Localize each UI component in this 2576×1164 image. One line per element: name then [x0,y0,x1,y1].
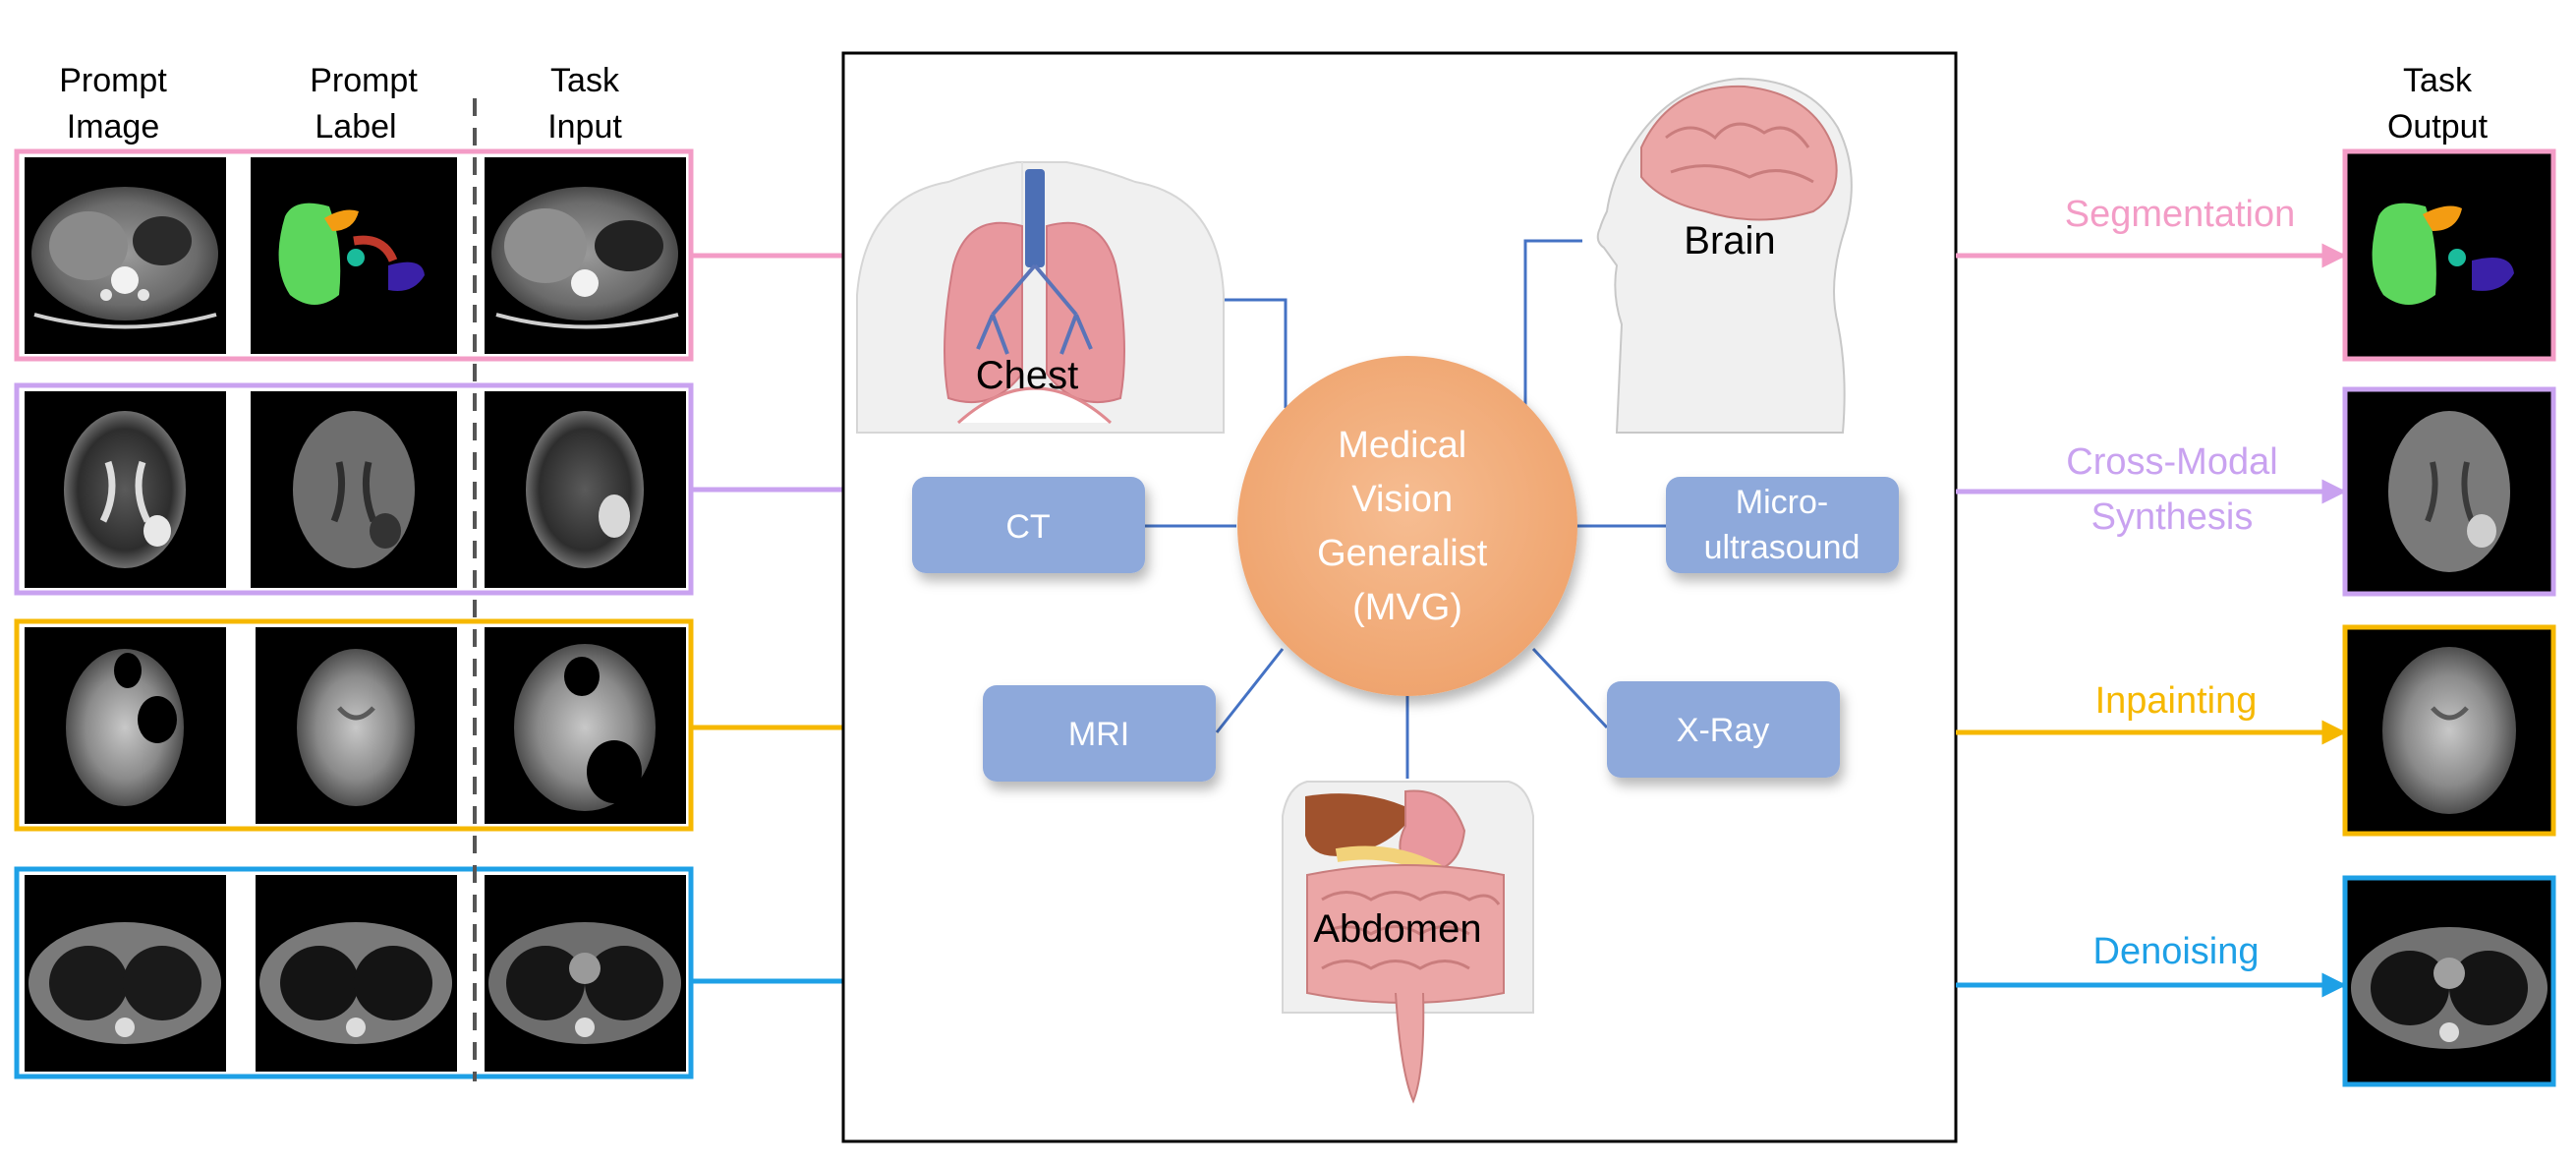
chest-illustration: Chest [856,161,1225,434]
brain-icon [1640,85,1838,221]
anatomy-label-abdomen: Abdomen [1313,907,1481,951]
prompt-label-ct-chest [256,875,457,1072]
modality-mri-label: MRI [1068,716,1129,753]
row-inpainting [14,618,694,832]
intestines-icon [1306,864,1505,1004]
prompt-label-mri [256,627,457,824]
modality-micro-ultrasound-label: Micro-ultrasound [1704,484,1860,566]
left-connectors [691,253,843,984]
brain-illustration: Brain [1596,77,1853,434]
modality-x-ray: X-Ray [1607,681,1840,778]
output-arrows [1956,243,2347,998]
anatomy-label-brain: Brain [1684,219,1775,262]
modality-ct-label: CT [1005,508,1050,546]
anatomy-label-chest: Chest [976,354,1079,397]
task-input-ct-abdomen [485,157,686,354]
liver-icon [1305,793,1415,856]
task-label-inpainting: Inpainting [2095,680,2258,722]
abdomen-illustration: Abdomen [1282,781,1534,1104]
task-label-denoising: Denoising [2093,931,2260,972]
modality-ct: CT [912,477,1145,573]
prompt-image-ct-abdomen [25,157,226,354]
prompt-label-mri-t1 [251,391,457,588]
output-synthesis [2342,386,2556,597]
hub-connectors [1145,239,1666,779]
output-segmentation [2342,148,2556,362]
mvg-hub: Medical Vision Generalist (MVG) [1237,356,1577,696]
modality-x-ray-label: X-Ray [1677,712,1769,749]
task-label-segmentation: Segmentation [2065,194,2296,235]
row-frame [14,866,694,1079]
output-inpainting [2342,624,2556,837]
mvg-hub-label: Medical Vision Generalist (MVG) [1317,425,1498,628]
row-denoising [14,866,694,1079]
modality-mri: MRI [983,685,1216,782]
row-segmentation [14,148,694,362]
prompt-image-ct-chest-noisy [25,875,226,1072]
modality-micro-ultrasound: Micro-ultrasound [1666,477,1899,573]
task-input-mri-masked [485,627,686,824]
row-synthesis [14,382,694,596]
prompt-label-segmentation-mask [251,157,457,354]
prompt-image-mri-t2 [25,391,226,588]
output-denoising [2342,875,2556,1087]
task-input-mri-t2 [485,391,686,588]
prompt-image-mri-masked [25,627,226,824]
task-input-ct-chest-noisy [485,875,686,1072]
